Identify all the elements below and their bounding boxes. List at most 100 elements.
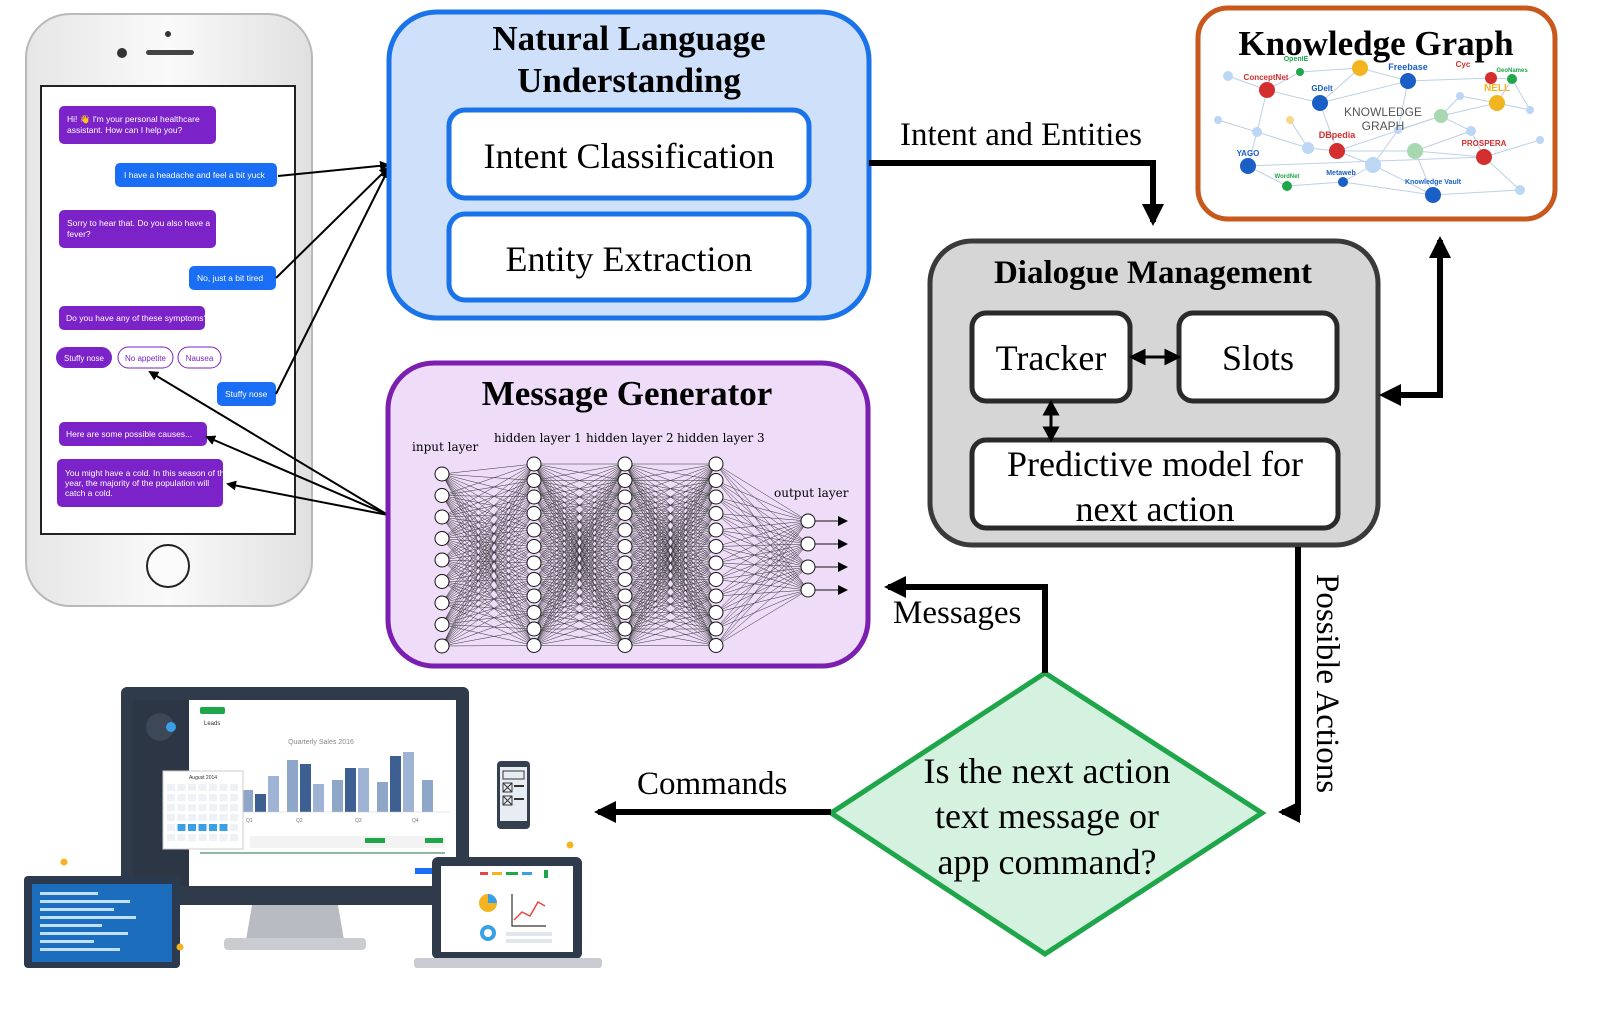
possible-actions-arrow	[1278, 547, 1301, 823]
nn-neuron	[800, 536, 816, 552]
symptom-chip-label: No appetite	[125, 354, 166, 363]
nn-connection	[441, 579, 535, 582]
nn-connection	[441, 463, 535, 539]
dashboard-leads-label: Leads	[204, 721, 220, 727]
calendar-grid	[167, 784, 238, 841]
dashboard-quarter-label: Q1	[246, 818, 253, 824]
nn-connection	[441, 480, 535, 496]
chat-bubble-text: I have a headache and feel a bit yuck	[124, 170, 266, 180]
nn-connection	[533, 463, 626, 646]
message-generator-title: Message Generator	[482, 374, 773, 413]
nn-connection	[624, 579, 717, 646]
nn-connection	[715, 463, 809, 522]
nn-connection	[441, 495, 535, 580]
calendar-day	[209, 784, 217, 791]
dashboard-bar	[403, 752, 414, 812]
nn-connection	[441, 559, 535, 580]
intent-entities-arrow	[869, 160, 1164, 226]
decision-text-line3: app command?	[938, 842, 1157, 882]
symptom-chip[interactable]	[177, 346, 222, 369]
calendar-day	[167, 804, 175, 811]
nn-neuron	[708, 522, 724, 538]
nn-connection	[715, 520, 809, 613]
decision-text-line1: Is the next action	[924, 751, 1171, 791]
kg-node	[1485, 72, 1497, 84]
dashboard-bar	[390, 756, 401, 812]
nn-connection	[441, 463, 535, 625]
intent-classification-label: Intent Classification	[484, 136, 775, 176]
nn-connection	[624, 463, 717, 498]
nn-connection	[715, 520, 809, 630]
symptom-chip-label: Nausea	[186, 354, 214, 363]
dashboard-bar	[332, 780, 343, 812]
nn-neuron	[617, 489, 633, 505]
nn-connection	[624, 463, 717, 514]
nn-connection	[441, 463, 535, 518]
nn-connection	[441, 513, 535, 539]
nn-connection	[441, 463, 535, 561]
chat-bubble-text: You might have a cold. In this season of…	[65, 468, 232, 498]
nn-hidden-layer-1-label: hidden layer 1	[494, 431, 582, 445]
entity-extraction-box	[446, 211, 812, 303]
kg-edge	[1372, 164, 1434, 196]
calendar-day	[167, 784, 175, 791]
kg-node	[1365, 157, 1381, 173]
nn-connection	[624, 496, 717, 646]
nn-neuron	[617, 539, 633, 554]
nn-connection	[715, 543, 809, 547]
kg-source-label: PROSPERA	[1462, 139, 1507, 148]
nn-connection	[441, 480, 535, 561]
nn-connection	[441, 473, 535, 564]
nn-connection	[441, 480, 535, 625]
phone-to-nlu-arrows	[275, 160, 390, 395]
nn-connection	[533, 463, 626, 580]
nn-connection	[533, 546, 626, 646]
nn-neuron	[800, 582, 816, 598]
tracker-predictive-arrow	[1042, 399, 1060, 443]
kg-node	[1240, 158, 1256, 174]
kg-node	[1286, 116, 1294, 124]
calendar-day	[188, 794, 196, 801]
kg-node	[1394, 126, 1402, 134]
kg-node	[1259, 82, 1275, 98]
nn-connection	[441, 463, 535, 647]
calendar-day	[219, 804, 228, 811]
symptom-chip-selected[interactable]	[56, 347, 112, 368]
nn-connection	[715, 520, 809, 580]
calendar-day	[167, 834, 175, 841]
dashboard-quarter-label: Q4	[412, 818, 419, 824]
commands-label: Commands	[637, 766, 787, 802]
nn-connection	[715, 543, 809, 630]
nn-connection	[715, 543, 809, 564]
nn-connection	[624, 546, 717, 646]
kg-node	[1476, 149, 1492, 165]
knowledge-graph-title: Knowledge Graph	[1238, 24, 1513, 63]
nn-connection	[441, 495, 535, 613]
calendar-day	[198, 824, 207, 831]
nn-connection	[441, 513, 535, 604]
nn-connection	[441, 496, 535, 539]
neural-network	[434, 456, 848, 654]
nn-connection	[624, 562, 717, 646]
chat-bubble-user	[115, 163, 277, 187]
calendar-day	[188, 834, 196, 841]
dashboard-bar	[358, 768, 369, 812]
kg-node	[1526, 106, 1534, 114]
nn-connection	[441, 473, 535, 531]
nn-input-layer-label: input layer	[412, 440, 478, 454]
dashboard-bar	[377, 782, 388, 812]
nn-connection	[441, 473, 535, 498]
nn-connection	[441, 562, 535, 625]
intent-entities-label: Intent and Entities	[900, 117, 1142, 153]
calendar-day	[177, 804, 186, 811]
nn-connection	[624, 463, 717, 481]
nn-connection	[533, 612, 626, 646]
nn-connection	[533, 562, 626, 646]
nn-connection	[624, 463, 717, 597]
symptom-chip[interactable]	[117, 346, 174, 369]
nn-connection	[715, 520, 809, 531]
nn-neuron	[526, 506, 542, 521]
nn-connection	[441, 513, 535, 518]
kg-node	[1507, 74, 1517, 84]
